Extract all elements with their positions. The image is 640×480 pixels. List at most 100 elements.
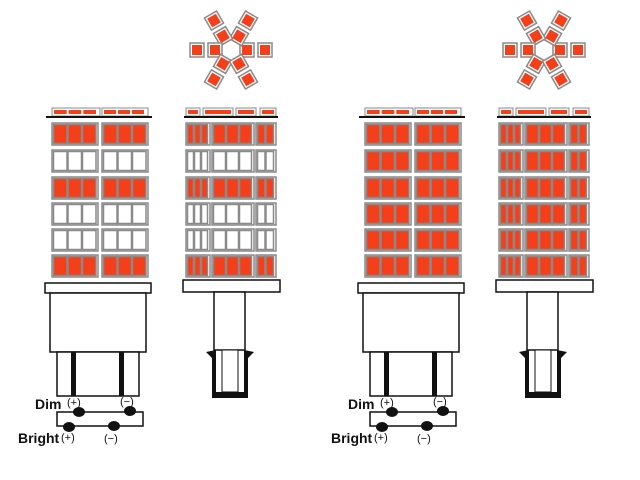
led-off [265, 229, 275, 251]
led-lit [445, 110, 457, 114]
led-lit [131, 177, 147, 199]
bright-minus-label: (−) [104, 433, 118, 445]
led-lit [578, 150, 588, 172]
led-lit [578, 123, 588, 145]
led-lit [513, 123, 522, 145]
led-lit [232, 57, 246, 71]
base-stem [213, 291, 246, 351]
led-lit [523, 45, 533, 55]
led-group [211, 202, 255, 226]
led-lit [415, 255, 431, 277]
led-lit [192, 45, 202, 55]
led-lit [551, 150, 566, 172]
led-off [225, 229, 240, 251]
led-lit [186, 255, 195, 277]
led-lit [210, 45, 220, 55]
dim-label: Dim [348, 396, 375, 412]
led-lit [381, 110, 395, 114]
led-group [498, 254, 524, 278]
bright-label: Bright [18, 430, 60, 446]
led-lit [506, 150, 515, 172]
led-group [524, 228, 568, 252]
led-group [255, 176, 277, 200]
led-lit [505, 45, 515, 55]
led-group [414, 254, 462, 278]
base-stem [526, 291, 559, 351]
base-cap [357, 282, 465, 294]
led-lit [578, 177, 588, 199]
base-plate [495, 279, 594, 293]
led-lit [380, 123, 396, 145]
led-lit [551, 177, 566, 199]
led-lit [430, 177, 446, 199]
led-lit [444, 150, 460, 172]
led-lit [396, 110, 409, 114]
led-group [211, 122, 255, 146]
led-lit [238, 177, 253, 199]
led-group [185, 254, 211, 278]
led-group [414, 122, 462, 146]
led-lit [212, 123, 227, 145]
led-group [101, 176, 149, 200]
led-lit [529, 57, 543, 71]
dim-plus-label: (+) [67, 397, 81, 409]
led-lit [83, 110, 96, 114]
led-group [524, 149, 568, 173]
led-group [414, 176, 462, 200]
led-lit [520, 13, 534, 28]
led-lit [102, 123, 118, 145]
led-group [101, 122, 149, 146]
led-lit [260, 45, 270, 55]
led-group [255, 122, 277, 146]
led-lit [518, 110, 544, 114]
led-lit [81, 177, 97, 199]
star-led [552, 42, 568, 58]
led-lit [241, 13, 255, 28]
base-body [49, 292, 147, 353]
led-lit [499, 203, 508, 225]
led-lit [551, 255, 566, 277]
front-view-bulb [44, 107, 152, 397]
led-off [117, 229, 133, 251]
led-lit [394, 177, 410, 199]
led-lit [200, 177, 209, 199]
led-lit [365, 203, 381, 225]
led-group [255, 202, 277, 226]
led-group [364, 228, 412, 252]
led-group [524, 254, 568, 278]
led-group [51, 254, 99, 278]
led-lit [104, 110, 116, 114]
led-lit [578, 229, 588, 251]
led-lit [131, 255, 147, 277]
led-lit [52, 255, 68, 277]
bright-plus-label: (+) [61, 432, 75, 444]
led-off [256, 229, 266, 251]
led-lit [102, 177, 118, 199]
led-lit [262, 110, 274, 114]
led-group [524, 122, 568, 146]
star-led [203, 68, 225, 91]
led-off [212, 203, 227, 225]
led-off [52, 150, 68, 172]
star-led [228, 25, 250, 47]
led-lit [380, 255, 396, 277]
led-lit [54, 110, 67, 114]
led-lit [186, 177, 195, 199]
star-led [203, 9, 225, 32]
terminal-dot [63, 422, 75, 432]
led-lit [394, 229, 410, 251]
led-lit [238, 123, 253, 145]
led-lit [506, 255, 515, 277]
led-lit [538, 150, 553, 172]
led-off [238, 150, 253, 172]
led-lit [256, 123, 266, 145]
led-lit [520, 72, 534, 87]
led-lit [193, 255, 202, 277]
led-lit [188, 110, 198, 114]
bright-minus-label: (−) [417, 433, 431, 445]
star-led [550, 9, 572, 32]
led-group [101, 202, 149, 226]
led-off [212, 229, 227, 251]
led-lit [207, 72, 221, 87]
led-lit [501, 110, 511, 114]
